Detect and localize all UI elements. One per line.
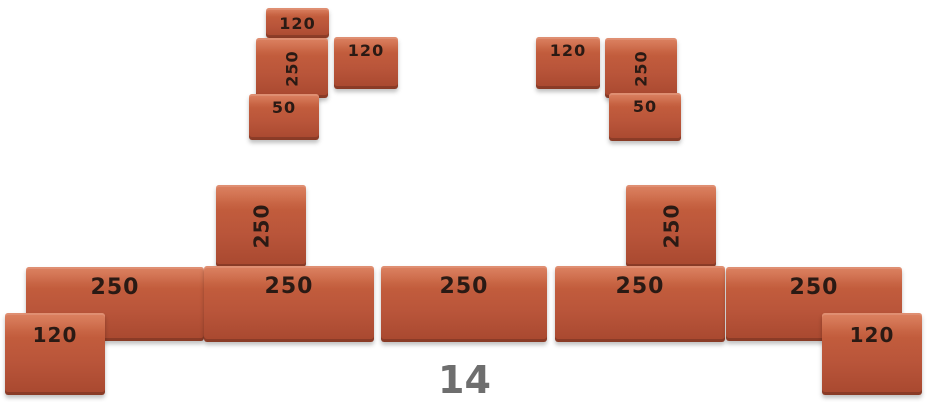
brick-label: 250 [790, 275, 839, 300]
brick-250-bottom-left-upright: 250 [216, 185, 306, 267]
brick-label: 250 [616, 274, 665, 299]
brick-250-top-right-vertical: 250 [605, 38, 677, 98]
brick-120-top-left: 120 [266, 8, 329, 38]
brick-label: 250 [283, 50, 302, 86]
brick-250-top-left-vertical: 250 [256, 38, 328, 98]
brick-250-bottom-row-2: 250 [204, 266, 374, 342]
page-number: 14 [0, 358, 929, 402]
brick-label: 250 [659, 204, 683, 249]
brick-label: 50 [633, 97, 657, 116]
brick-50-top-right: 50 [609, 93, 681, 141]
brick-250-bottom-right-upright: 250 [626, 185, 716, 267]
brick-label: 50 [272, 98, 296, 117]
brick-label: 120 [348, 41, 384, 60]
brick-250-bottom-row-4: 250 [555, 266, 725, 342]
brick-label: 250 [249, 204, 273, 249]
brick-label: 120 [850, 323, 895, 347]
brick-label: 250 [632, 50, 651, 86]
brick-250-bottom-row-3: 250 [381, 266, 547, 342]
brick-label: 250 [91, 275, 140, 300]
brick-50-top-left: 50 [249, 94, 319, 140]
brick-120-top-left-side: 120 [334, 37, 398, 89]
brick-120-top-right: 120 [536, 37, 600, 89]
brick-label: 120 [279, 14, 315, 33]
brick-label: 250 [265, 274, 314, 299]
brick-label: 120 [33, 323, 78, 347]
brick-label: 250 [440, 274, 489, 299]
brick-label: 120 [550, 41, 586, 60]
